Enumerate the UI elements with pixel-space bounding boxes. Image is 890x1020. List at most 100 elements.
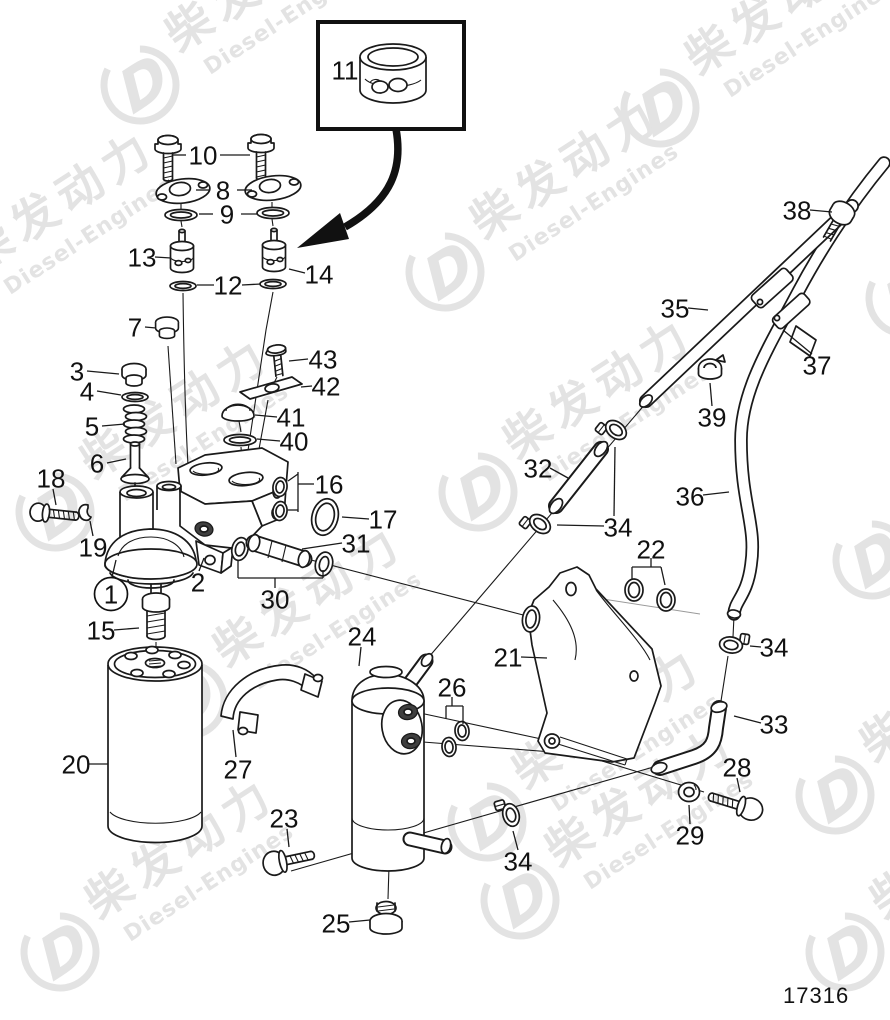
callout-9: 9 [199,200,258,230]
leader-line [688,804,691,825]
watermark-logo-icon [832,520,890,600]
leader-line [288,358,309,362]
callout-number: 39 [698,403,727,433]
part-oring-26-bottom [440,736,458,758]
leader-line [96,390,122,396]
callout-number: 16 [315,470,344,500]
callout-number: 21 [494,643,523,673]
callout-number: 33 [760,710,789,740]
pointer-arrow [297,128,402,248]
part-nut-39 [697,354,726,380]
callout-number: 4 [80,377,94,407]
callout-14: 14 [288,260,333,290]
part-bolt-28 [707,792,764,821]
callout-17: 17 [341,505,398,535]
watermark-logo-icon [438,452,518,532]
part-seal-9-left [164,208,198,222]
callout-20: 20 [62,750,108,780]
part-spring-5 [122,404,148,444]
leader-line [287,473,299,482]
leader-line [512,830,519,851]
part-bolt-38 [822,200,856,242]
callout-number: 8 [216,176,230,206]
callout-16: 16 [287,470,344,512]
callout-29: 29 [676,804,704,851]
callout-6: 6 [90,449,127,479]
part-strap-27 [220,664,324,736]
callout-number: 9 [220,200,234,230]
callout-10: 10 [172,141,250,171]
leader-line [111,559,117,578]
leader-line [809,209,833,213]
callout-5: 5 [85,412,126,442]
callout-43: 43 [288,345,338,375]
watermark-logo-icon [20,912,100,992]
callout-31: 31 [301,529,371,559]
callout-number: 37 [803,351,832,381]
part-canister-24 [351,652,453,872]
callout-36: 36 [676,482,730,512]
callout-number: 19 [79,533,108,563]
callout-number: 13 [128,243,157,273]
callout-34: 34 [504,830,532,877]
part-plate-42 [239,376,303,400]
leader-line [749,645,762,648]
part-bolt-43 [265,344,287,378]
callout-number: 17 [369,505,398,535]
part-cover [104,528,198,589]
watermark-logo-icon [620,68,700,148]
leader-line [198,557,205,572]
leader-line [358,646,362,667]
leader-line [52,488,57,506]
callout-number: 35 [661,294,690,324]
callout-23: 23 [270,804,298,848]
callout-21: 21 [494,643,548,673]
part-bolt-10-right [247,133,275,181]
leader-line [89,520,94,537]
watermark-logo-icon [100,45,180,125]
part-pipe-35 [638,199,859,408]
callout-number: 20 [62,750,91,780]
callout-number: 5 [85,412,99,442]
leader-line [288,268,306,274]
callout-2: 2 [191,557,205,598]
callout-number: 32 [524,454,553,484]
callout-number: 31 [342,529,371,559]
watermark-logo-icon [795,755,875,835]
watermark-cn-text: 柴发动力 [860,766,890,929]
callout-27: 27 [224,729,252,785]
callout-number: 11 [332,56,359,86]
callout-26: 26 [438,673,466,724]
part-flange-8-left [155,177,211,205]
part-oring-22-left [624,578,644,602]
leader-line [86,370,120,375]
callout-7: 7 [128,313,157,343]
callout-number: 30 [261,585,290,615]
part-oring-22-right [656,588,676,612]
part-bushing-11 [359,43,427,104]
part-plug-7 [154,316,180,340]
callout-38: 38 [783,196,833,226]
leader-line [736,777,741,793]
leader-line [300,385,313,388]
leader-line [241,283,262,286]
leader-line [256,438,281,442]
part-washer-40 [223,433,257,447]
part-hose-33 [650,700,728,776]
part-plug-3 [121,362,147,387]
leader-line [286,828,290,848]
callout-number: 18 [37,464,66,494]
callout-32: 32 [524,454,569,484]
part-flange-8-right [244,174,302,202]
callout-12: 12 [197,271,262,301]
part-clamp-34-lower [517,506,555,543]
part-fitting-13 [169,228,195,274]
part-washer-12-right [259,278,287,290]
callout-number: 7 [128,313,142,343]
callout-number: 43 [309,345,338,375]
watermark-logo-icon [405,232,485,312]
